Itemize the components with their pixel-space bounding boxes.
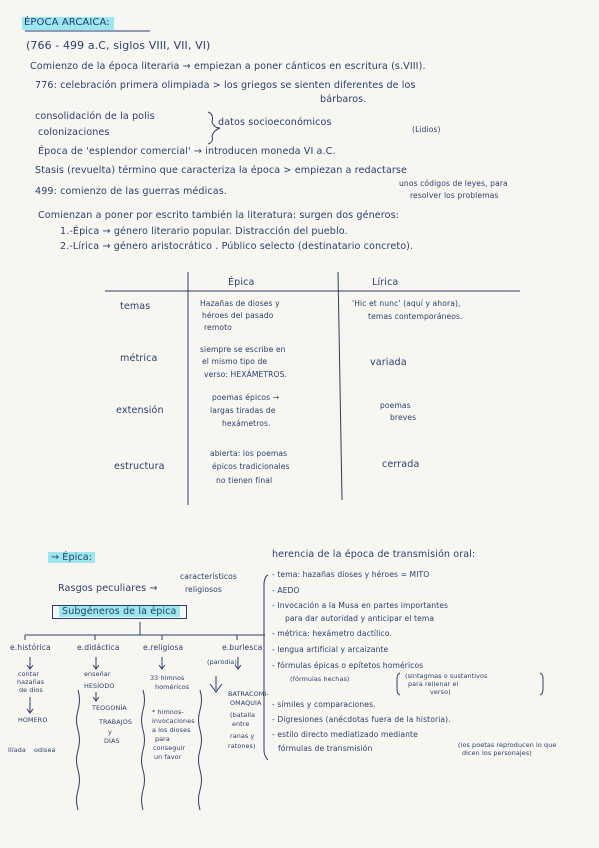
formulas-note: (fórmulas hechas) xyxy=(290,675,350,683)
cell-metrica-epica-1: siempre se escribe en xyxy=(200,345,286,354)
intro-line-2b: bárbaros. xyxy=(320,94,367,105)
subgeneros-box: Subgéneros de la épica xyxy=(52,605,187,619)
heritage-item-3: para dar autoridad y anticipar el tema xyxy=(285,614,435,623)
heritage-item-9: - estilo directo mediatizado mediante xyxy=(272,730,418,739)
historica-item-1: contar xyxy=(18,670,40,678)
epica-heading: → Épica: xyxy=(48,552,96,564)
religiosos-label: religiosos xyxy=(185,585,222,594)
cell-metrica-epica-2: el mismo tipo de xyxy=(202,357,268,366)
heritage-item-6: - fórmulas épicas o epítetos homéricos xyxy=(272,661,424,670)
intro-line-5c: resolver los problemas xyxy=(410,191,499,200)
batraco-2: OMAQUIA xyxy=(230,699,262,707)
historica-item-2: hazañas xyxy=(17,678,45,686)
transmision-note-1: (los poetas reproducen lo que xyxy=(458,741,557,749)
table-header-epica: Épica xyxy=(228,277,255,288)
batraco-4: entre xyxy=(232,720,250,728)
cell-temas-epica-1: Hazañas de dioses y xyxy=(200,299,280,308)
heritage-item-10: fórmulas de transmisión xyxy=(278,744,373,753)
cell-temas-epica-3: remoto xyxy=(204,323,232,332)
cell-est-lirica: cerrada xyxy=(382,459,420,470)
subgeneros-text: Subgéneros de la épica xyxy=(59,606,180,617)
himnos-desc-1: * himnos- xyxy=(152,708,184,716)
row-label-metrica: métrica xyxy=(120,353,158,364)
religiosa-item-2: homéricos xyxy=(155,683,190,691)
cell-temas-epica-2: héroes del pasado xyxy=(202,311,274,320)
y-label: y xyxy=(108,728,112,736)
heritage-item-8: - Digresiones (anécdotas fuera de la his… xyxy=(272,715,451,724)
intro-colonizaciones: colonizaciones xyxy=(38,127,110,138)
sintagmas-note-1: (sintagmas o sustantivos xyxy=(405,672,488,680)
transmision-note-2: dicen los personajes) xyxy=(462,749,532,757)
intro-polis: consolidación de la polis xyxy=(35,111,155,122)
cell-metrica-lirica: variada xyxy=(370,357,407,368)
himnos-desc-6: un favor xyxy=(154,753,182,761)
himnos-desc-4: para xyxy=(155,735,170,743)
cell-ext-lirica-2: breves xyxy=(390,413,417,422)
cell-est-epica-2: épicos tradicionales xyxy=(212,462,290,471)
intro-line-5a: Stasis (revuelta) término que caracteriz… xyxy=(35,165,408,176)
heritage-item-1: - AEDO xyxy=(272,586,300,595)
cell-ext-epica-3: hexámetros. xyxy=(222,419,271,428)
intro-line-5b: unos códigos de leyes, para xyxy=(399,179,508,188)
heritage-item-7: - símiles y comparaciones. xyxy=(272,700,376,709)
himnos-desc-5: conseguir xyxy=(153,744,186,752)
batraco-3: (batalla xyxy=(230,711,256,719)
sub-historica: e.histórica xyxy=(10,643,51,652)
intro-line-6: 499: comienzo de las guerras médicas. xyxy=(35,186,227,197)
batraco-1: BATRACOMI- xyxy=(228,690,269,698)
row-label-extension: extensión xyxy=(116,405,164,416)
period-subtitle: (766 - 499 a.C, siglos VIII, VII, VI) xyxy=(26,39,211,52)
didactica-item-2: HESÍODO xyxy=(84,682,115,690)
intro-socioeco: datos socioeconómicos xyxy=(218,117,332,128)
cell-temas-lirica-2: temas contemporáneos. xyxy=(368,312,463,321)
cell-ext-lirica-1: poemas xyxy=(380,401,411,410)
religiosa-item-1: 33 himnos xyxy=(150,674,185,682)
heritage-item-5: - lengua artificial y arcaizante xyxy=(272,645,389,654)
heritage-item-0: - tema: hazañas dioses y héroes = MITO xyxy=(272,570,430,579)
intro-line-2a: 776: celebración primera olimpiada > los… xyxy=(35,80,416,91)
caracteristicos-label: característicos xyxy=(180,572,237,581)
intro-line-1: Comienzo de la época literaria → empieza… xyxy=(30,61,426,72)
sintagmas-note-3: verso) xyxy=(430,688,451,696)
historica-item-3: de dios xyxy=(19,686,43,694)
table-header-lirica: Lírica xyxy=(372,277,399,288)
cell-metrica-epica-3: verso: HEXÁMETROS. xyxy=(204,370,288,379)
trabajos-label: TRABAJOS xyxy=(99,718,132,726)
iliada-label: Ilíada xyxy=(8,746,26,754)
sintagmas-note-2: para rellenar el xyxy=(408,680,459,688)
sub-religiosa: e.religiosa xyxy=(143,643,184,652)
cell-est-epica-1: abierta: los poemas xyxy=(210,449,288,458)
sub-didactica: e.didáctica xyxy=(77,643,120,652)
row-label-temas: temas xyxy=(120,301,151,312)
intro-line-4: Época de 'esplendor comercial' → introdu… xyxy=(38,146,336,157)
page-title: ÉPOCA ARCAICA: xyxy=(22,17,114,30)
teogonia-label: TEOGONÍA xyxy=(92,704,127,712)
didactica-item-1: enseñar xyxy=(84,670,111,678)
odisea-label: odisea xyxy=(34,746,56,754)
intro-lidios: (Lidios) xyxy=(412,125,441,134)
intro-line-9: 2.-Lírica → género aristocrático . Públi… xyxy=(60,241,414,252)
intro-line-7: Comienzan a poner por escrito también la… xyxy=(38,210,400,221)
himnos-desc-3: a los dioses xyxy=(152,726,191,734)
batraco-5: ranas y xyxy=(230,732,255,740)
parodia-label: (parodia) xyxy=(207,658,238,666)
rasgos-label: Rasgos peculiares → xyxy=(58,583,158,594)
cell-temas-lirica-1: 'Hic et nunc' (aquí y ahora), xyxy=(352,299,461,308)
homero-label: HOMERO xyxy=(18,716,48,724)
heritage-item-4: - métrica: hexámetro dactílico. xyxy=(272,629,392,638)
intro-line-8: 1.-Épica → género literario popular. Dis… xyxy=(60,226,348,237)
sub-burlesca: e.burlesca xyxy=(222,643,263,652)
epica-heading-text: → Épica: xyxy=(48,552,96,563)
row-label-estructura: estructura xyxy=(114,461,165,472)
heritage-item-2: - Invocación a la Musa en partes importa… xyxy=(272,601,449,610)
cell-ext-epica-2: largas tiradas de xyxy=(210,406,276,415)
batraco-6: ratones) xyxy=(228,742,256,750)
cell-ext-epica-1: poemas épicos → xyxy=(212,393,280,402)
heritage-heading: herencia de la época de transmisión oral… xyxy=(272,549,476,560)
dias-label: DÍAS xyxy=(104,737,120,745)
himnos-desc-2: invocaciones xyxy=(152,717,195,725)
cell-est-epica-3: no tienen final xyxy=(216,476,273,485)
